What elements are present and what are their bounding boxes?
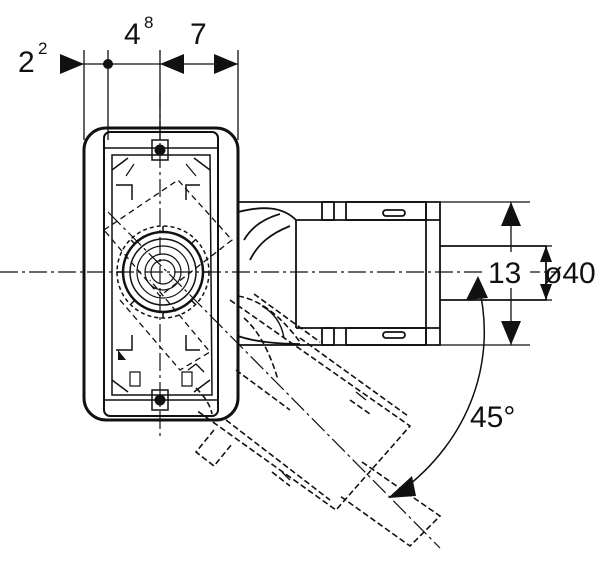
dim-diameter-40: ø40 [544,257,596,290]
dim-4-8-sup: 8 [144,13,153,32]
dim-40-arrow-top [540,246,552,262]
dim-arrow-7-right [214,54,238,74]
horizontal-pipe [237,201,547,346]
angle-arrow-top [466,276,488,300]
dim-7: 7 [190,18,207,51]
angle-arrow-bottom [388,476,416,498]
dim-arrow-left [60,54,84,74]
dim-2-2-base: 2 [18,46,35,79]
centerlines [0,92,560,549]
dim-13-bg [486,252,530,288]
dim-13-arrow-top [501,202,521,226]
dim-4-8-base: 4 [124,18,141,51]
dim-dot [103,59,113,69]
dim-arrow-7-left [160,54,184,74]
dim-13-arrow-bottom [501,321,521,345]
dim-13: 13 [488,257,521,290]
angled-pipe [194,293,442,548]
angle-45: 45° [470,401,515,434]
mounting-box [82,126,240,422]
angled-pipe-details [187,305,367,481]
rotated-box-outline [103,179,233,371]
dim-40-arrow-bottom [540,284,552,300]
dim-2-2-sup: 2 [38,39,47,58]
angle-arc [399,282,485,493]
